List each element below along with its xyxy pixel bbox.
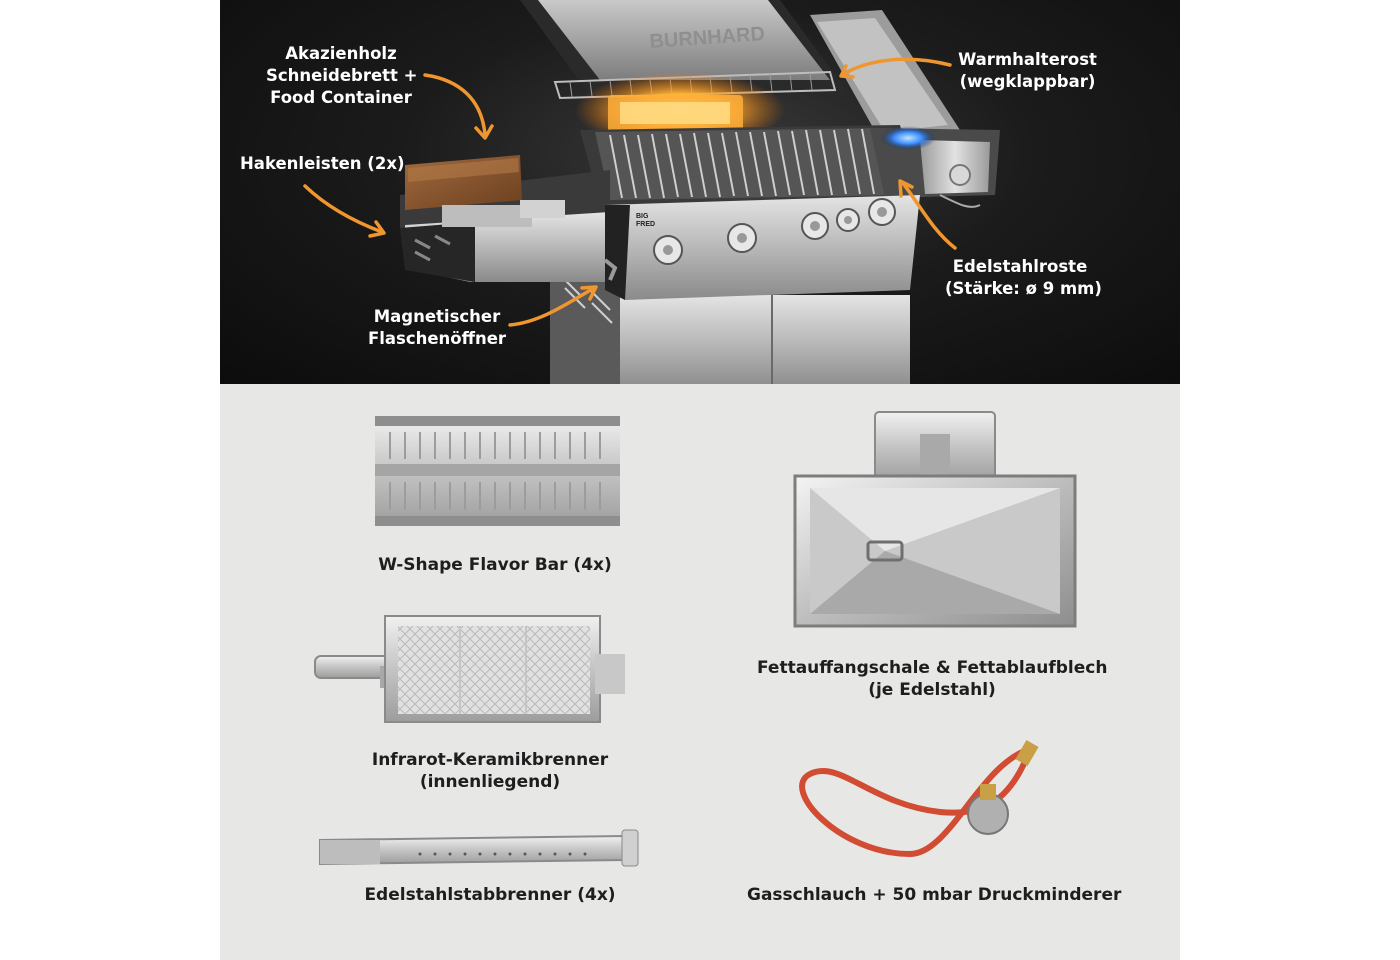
gas-hose-illustration <box>799 739 1039 858</box>
parts-panel: W-Shape Flavor Bar (4x) Fettauffangschal… <box>220 384 1180 960</box>
side-burner-flame <box>880 126 936 150</box>
grease-tray-illustration <box>793 411 1077 628</box>
label-infrared-burner: Infrarot-Keramikbrenner (innenliegend) <box>371 750 609 792</box>
label-hook-rails: Hakenleisten (2x) <box>240 154 405 173</box>
label-cutting-board: Akazienholz Schneidebrett + Food Contain… <box>266 44 418 107</box>
tube-burner-illustration <box>319 829 639 867</box>
label-tube-burner: Edelstahlstabbrenner (4x) <box>364 885 616 905</box>
label-warming-rack: Warmhalterost (wegklappbar) <box>958 50 1097 91</box>
annotation-arrows <box>303 57 957 327</box>
label-bottle-opener: Magnetischer Flaschenöffner <box>367 307 507 348</box>
grill-feature-panel: BURNHARD <box>220 0 1180 384</box>
label-flavor-bar: W-Shape Flavor Bar (4x) <box>378 555 612 575</box>
badge-big: BIG <box>636 213 649 220</box>
label-grease-tray: Fettauffangschale & Fettablaufblech (je … <box>757 658 1108 700</box>
grill-illustration: BURNHARD <box>303 0 1000 384</box>
cart-cabinet <box>620 295 910 384</box>
parts-illustrations <box>314 411 1077 867</box>
infrared-burner-illustration <box>314 615 625 723</box>
label-gas-hose: Gasschlauch + 50 mbar Druckminderer <box>747 885 1122 905</box>
bottle-opener-illustration <box>603 258 618 281</box>
label-stainless-grates: Edelstahlroste (Stärke: ø 9 mm) <box>945 257 1102 298</box>
flavor-bar-illustration <box>375 416 620 526</box>
badge-fred: FRED <box>636 221 655 228</box>
